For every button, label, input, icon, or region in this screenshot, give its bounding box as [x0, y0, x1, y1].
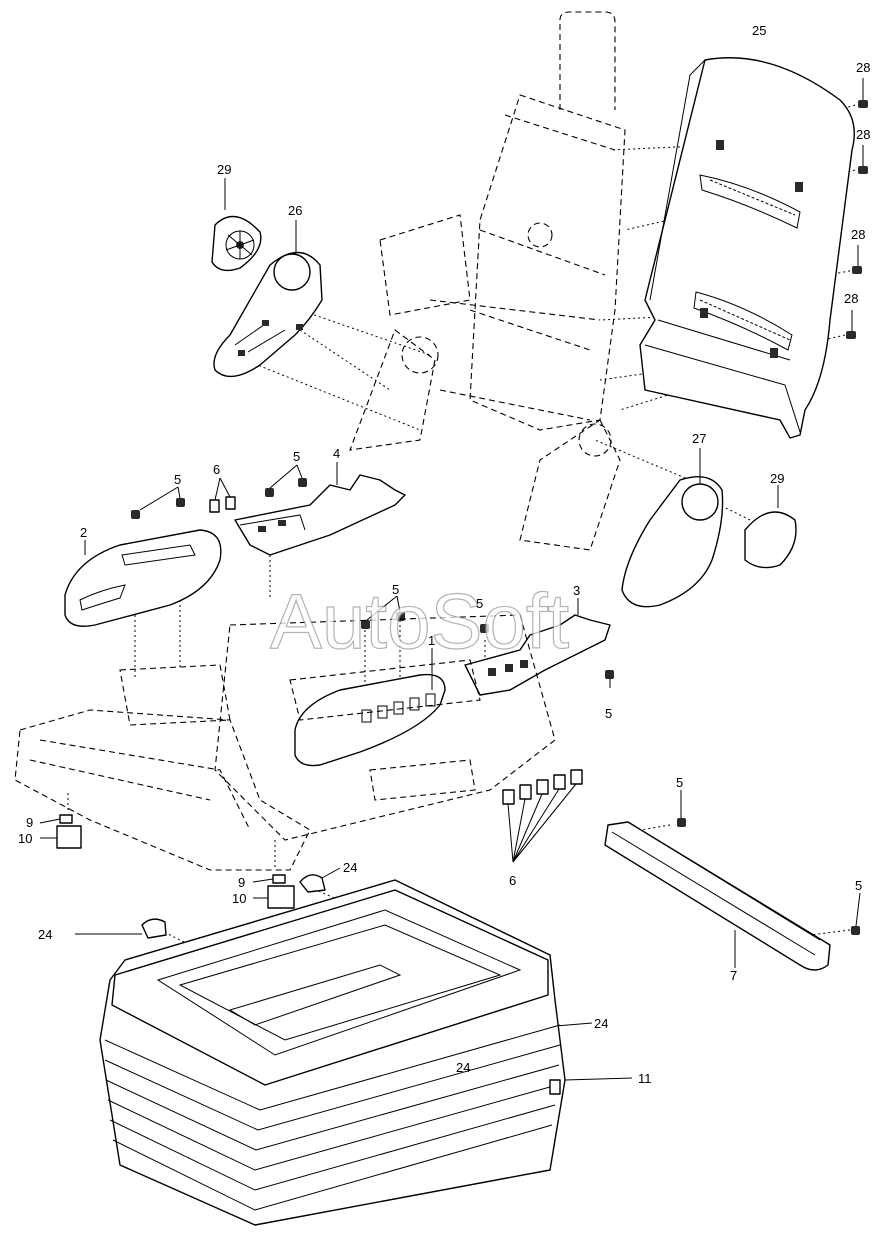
callout-29-a: 29: [217, 162, 231, 177]
knob-29-lower: [744, 485, 797, 569]
backrest-frame-ghost: [349, 11, 626, 551]
suspension-base-11: [99, 879, 633, 1226]
callout-5-f: 5: [676, 775, 683, 790]
callout-5-a: 5: [174, 472, 181, 487]
callout-28-a: 28: [856, 60, 870, 75]
clips-6-upper: [209, 477, 236, 513]
callout-9-b: 9: [238, 875, 245, 890]
side-cover-26: [213, 220, 323, 378]
callout-25: 25: [752, 23, 766, 38]
callout-5-e: 5: [605, 706, 612, 721]
seat-plate-ghost: [119, 614, 556, 841]
backrest-cushion: [639, 57, 855, 439]
callout-1: 1: [428, 633, 435, 648]
callout-3: 3: [573, 583, 580, 598]
callout-labels: 25 28 28 28 28 29 26 27 29 6 5 5 4 2 5 3…: [18, 23, 870, 1086]
callout-28-d: 28: [844, 291, 858, 306]
callout-27: 27: [692, 431, 706, 446]
callout-24-b: 24: [38, 927, 52, 942]
callout-5-d: 5: [476, 596, 483, 611]
callout-26: 26: [288, 203, 302, 218]
callout-24-d: 24: [456, 1060, 470, 1075]
callout-10-b: 10: [232, 891, 246, 906]
callout-11: 11: [638, 1071, 652, 1086]
callout-5-c: 5: [392, 582, 399, 597]
screw-28-group: [846, 78, 868, 339]
watermark-text: AutoSoft: [270, 577, 570, 665]
callout-5-g: 5: [855, 878, 862, 893]
callout-5-b: 5: [293, 449, 300, 464]
callout-6-b: 6: [509, 873, 516, 888]
rail-7: [604, 821, 831, 971]
knob-29-upper: [211, 178, 262, 272]
callout-24-c: 24: [594, 1016, 608, 1031]
callout-28-c: 28: [851, 227, 865, 242]
stop-9-10-center: [252, 874, 295, 909]
bracket-4: [234, 462, 406, 556]
callout-6-a: 6: [213, 462, 220, 477]
clips-6-lower: [502, 769, 583, 863]
callout-9-a: 9: [26, 815, 33, 830]
callout-4: 4: [333, 446, 340, 461]
callout-10-a: 10: [18, 831, 32, 846]
bracket-3: [464, 598, 611, 696]
side-cover-27: [621, 448, 724, 608]
seat-cushion-ghost: [14, 709, 311, 871]
stop-9-10-left: [39, 814, 82, 849]
armrest-cover-2: [64, 529, 222, 627]
control-panel-1: [294, 648, 446, 767]
callout-29-b: 29: [770, 471, 784, 486]
callout-7: 7: [730, 968, 737, 983]
callout-28-b: 28: [856, 127, 870, 142]
callout-2: 2: [80, 525, 87, 540]
callout-24-a: 24: [343, 860, 357, 875]
